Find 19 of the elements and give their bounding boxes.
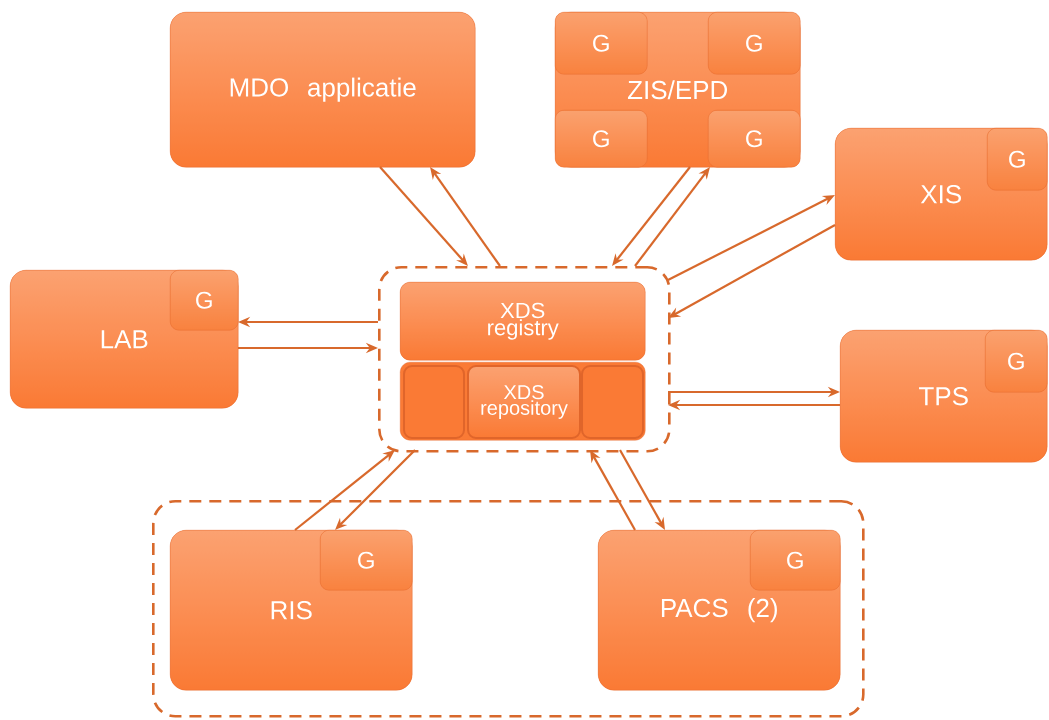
system-box: MDO applicatie — [170, 12, 476, 168]
arrow — [335, 449, 416, 530]
node-label: XDS registry — [488, 302, 559, 340]
gateway-box: G — [555, 110, 648, 168]
gateway-box: G — [750, 530, 841, 591]
sub-box — [581, 365, 644, 439]
gateway-box: G — [555, 12, 648, 75]
group-outline — [152, 500, 865, 718]
gateway-box: G — [985, 330, 1048, 393]
gateway-box: G — [708, 12, 801, 75]
sub-box — [403, 365, 465, 439]
component-box: XDS registry — [400, 282, 646, 361]
gateway-box: G — [987, 128, 1048, 191]
gateway-box: G — [170, 270, 239, 331]
gateway-box: G — [708, 110, 801, 168]
arrow — [379, 166, 468, 266]
group-outline — [378, 266, 671, 453]
gateway-box: G — [320, 530, 413, 591]
sub-box: XDS repository — [467, 365, 581, 439]
